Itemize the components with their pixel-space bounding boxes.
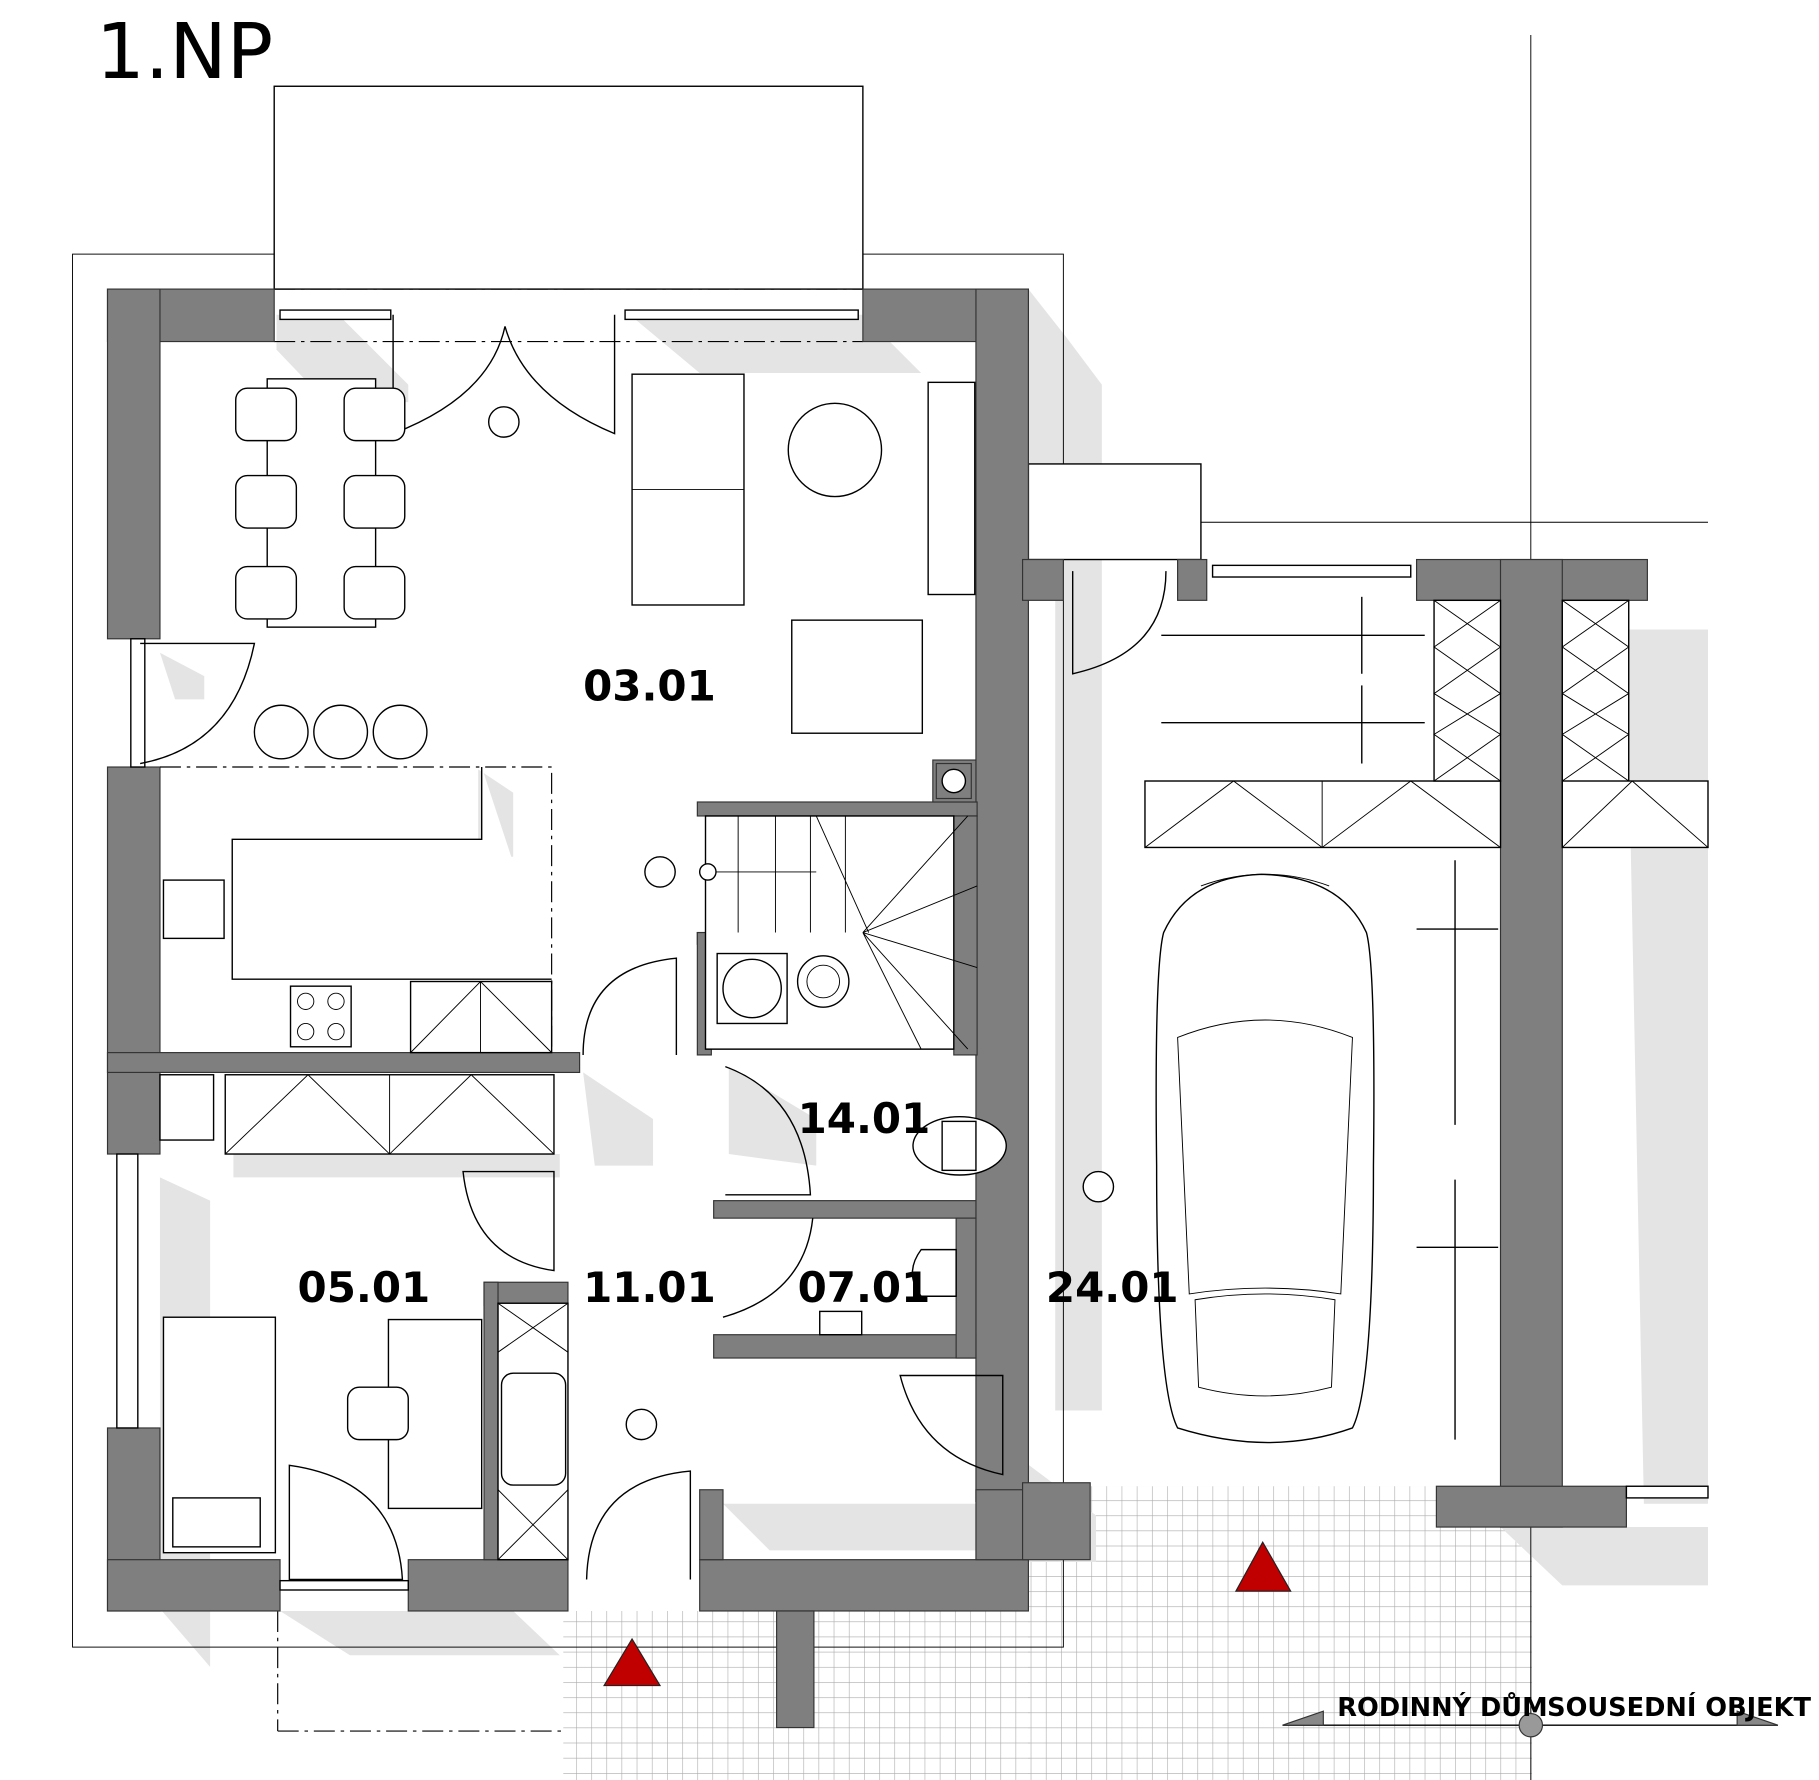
garage-fixtures: [1144, 596, 1709, 1444]
legend-label-neighbor-building: SOUSEDNÍ OBJEKT: [1547, 1693, 1811, 1723]
kitchen: [159, 766, 555, 1155]
room-label-03-01: 03.01: [583, 662, 716, 711]
entrance-marker: [1234, 1541, 1292, 1592]
sanitary-fixtures: [819, 1116, 1007, 1336]
floor-title: 1.NP: [96, 8, 273, 97]
people-figures: [487, 406, 1115, 1441]
room-label-14-01: 14.01: [798, 1094, 931, 1143]
room-label-07-01: 07.01: [798, 1263, 931, 1312]
entrance-marker: [603, 1637, 662, 1687]
staircase: [698, 762, 978, 1050]
legend-label-family-house: RODINNÝ DŮM: [1337, 1692, 1547, 1723]
bicycles: [1161, 596, 1499, 1440]
furniture-living: [235, 373, 976, 760]
site-outlines: [72, 34, 1708, 1780]
room-label-05-01: 05.01: [298, 1263, 431, 1312]
doors: [140, 314, 1167, 1581]
room-label-11-01: 11.01: [583, 1263, 716, 1312]
property-boundary-legend: RODINNÝ DŮM SOUSEDNÍ OBJEKT: [1282, 1692, 1812, 1738]
windows: [116, 309, 1709, 1591]
room-label-24-01: 24.01: [1046, 1263, 1179, 1312]
furniture-bedroom: [162, 1302, 569, 1561]
car: [1155, 873, 1375, 1444]
